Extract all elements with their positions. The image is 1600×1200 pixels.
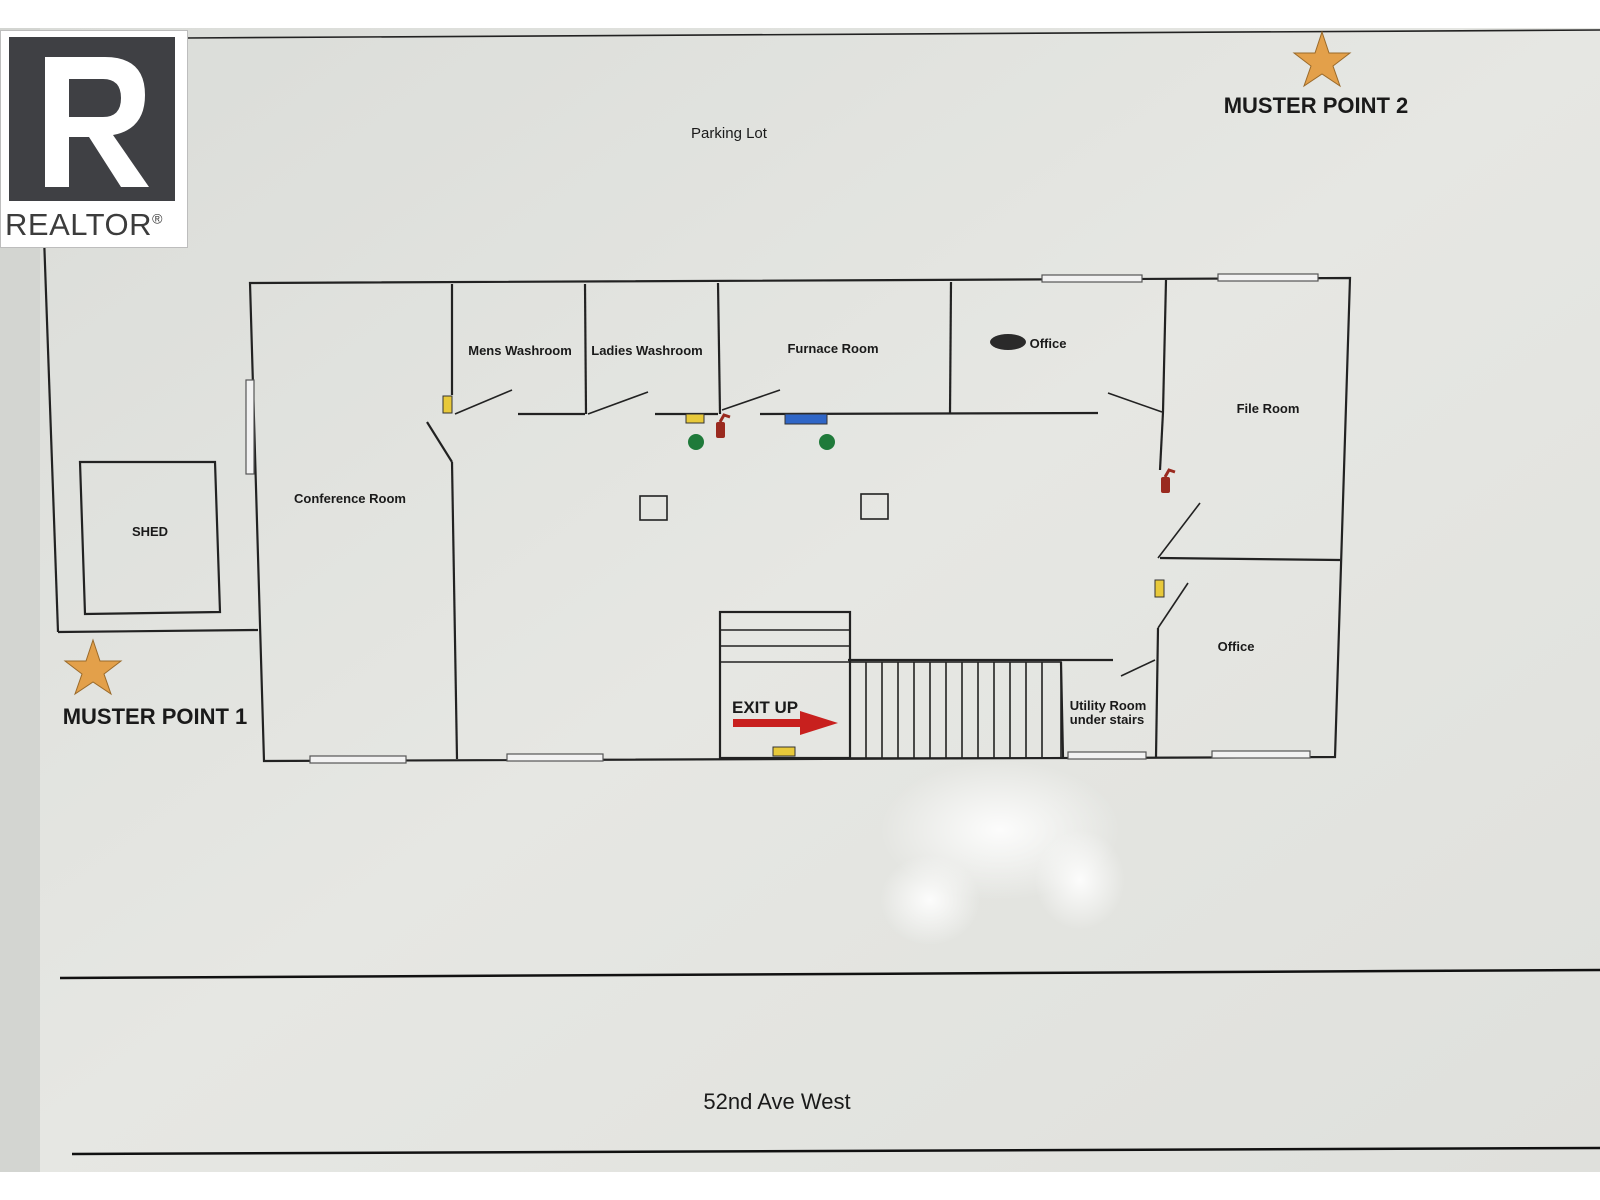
fire-alarm-pull-icon: [442, 395, 453, 414]
shed: [78, 460, 222, 616]
fire-extinguisher-icon: [716, 413, 731, 438]
paper-sheet: [0, 28, 1600, 1173]
conference-room-label: Conference Room: [294, 491, 406, 506]
realtor-wordmark: REALTOR®: [5, 207, 163, 242]
column: [860, 493, 889, 520]
parking-lot-label: Parking Lot: [691, 125, 768, 142]
office-bottom-label: Office: [1218, 639, 1255, 654]
column: [639, 495, 668, 521]
realtor-r-icon: [9, 37, 175, 201]
emergency-light-icon: [688, 434, 704, 450]
street-line-bottom: [71, 1146, 1600, 1156]
street-name-label: 52nd Ave West: [703, 1089, 850, 1114]
telephone-icon: [990, 334, 1026, 350]
exit-up-label: EXIT UP: [732, 698, 798, 717]
utility-room-sublabel: under stairs: [1070, 712, 1144, 727]
windows: [245, 273, 1319, 764]
interior-walls: [426, 279, 1341, 760]
property-line-left: [40, 179, 60, 633]
exit-arrow-icon: [733, 711, 838, 735]
fire-alarm-pull-icon: [1154, 579, 1165, 598]
file-room-label: File Room: [1237, 401, 1300, 416]
furnace-room-label: Furnace Room: [787, 341, 878, 356]
emergency-light-icon: [819, 434, 835, 450]
mens-washroom-label: Mens Washroom: [468, 343, 572, 358]
fire-alarm-pull-icon: [772, 746, 796, 757]
shed-label: SHED: [132, 524, 168, 539]
realtor-logo: REALTOR®: [0, 30, 188, 248]
office-top-label: Office: [1030, 336, 1067, 351]
fire-extinguisher-icon: [1161, 468, 1176, 493]
property-line-top: [184, 29, 1600, 39]
utility-room-label: Utility Room: [1070, 698, 1147, 713]
muster-point-1-star-icon: [63, 638, 123, 696]
building-outline: [248, 276, 1352, 763]
street-line-top: [59, 968, 1600, 980]
muster-point-2-label: MUSTER POINT 2: [1224, 93, 1409, 118]
muster-point-2-star-icon: [1292, 30, 1352, 88]
ladies-washroom-label: Ladies Washroom: [591, 343, 702, 358]
muster-point-1-label: MUSTER POINT 1: [63, 704, 248, 729]
electrical-panel-icon: [784, 413, 828, 425]
safety-markers: [442, 334, 1176, 757]
fire-alarm-pull-icon: [685, 413, 705, 424]
staircase: [849, 661, 1062, 759]
